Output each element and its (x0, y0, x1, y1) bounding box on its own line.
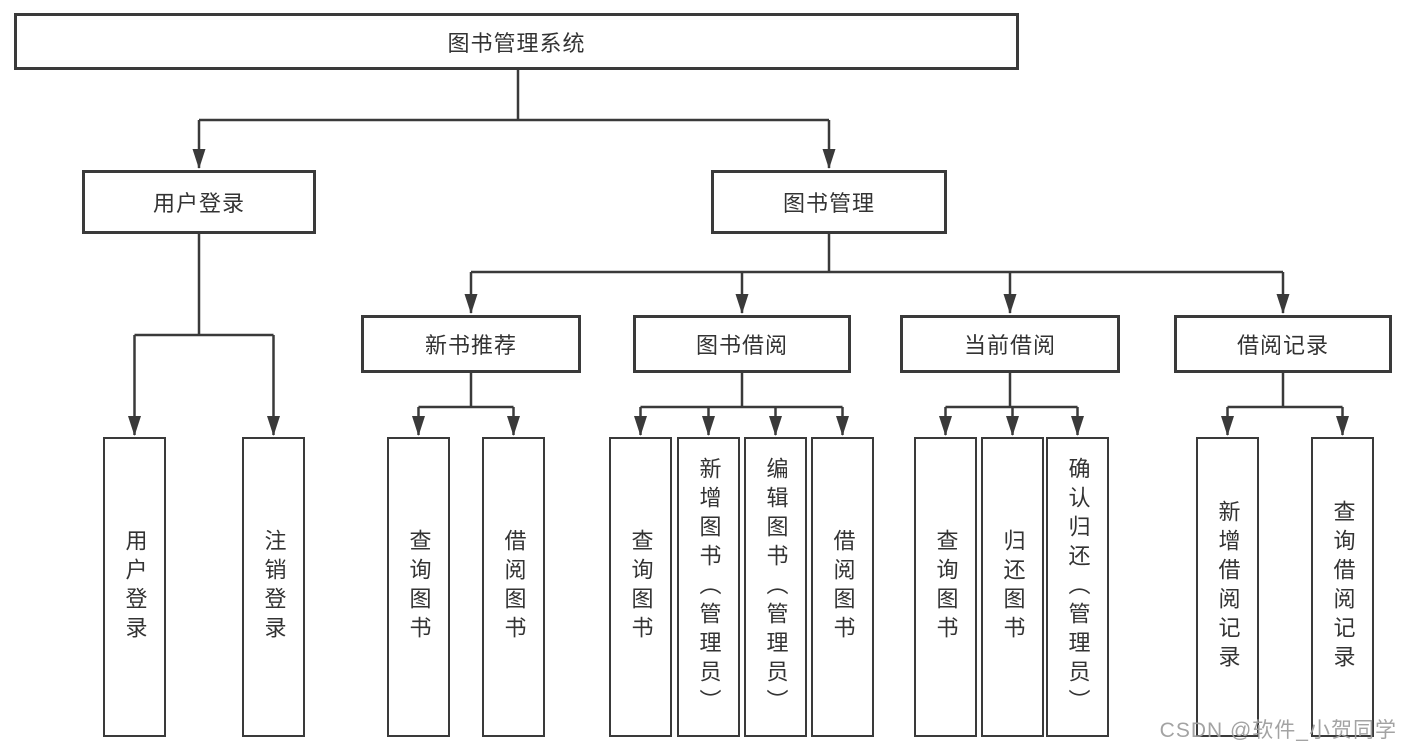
leaf-query-borrow-record: 查询借阅记录 (1311, 437, 1374, 737)
leaf-edit-book-admin: 编辑图书（管理员） (744, 437, 807, 737)
leaf-user-login: 用户登录 (103, 437, 166, 737)
leaf-query-books-recommend-label: 查询图书 (406, 529, 432, 645)
node-new-book-recommend-label: 新书推荐 (424, 333, 517, 358)
leaf-add-borrow-record-label: 新增借阅记录 (1215, 500, 1241, 674)
leaf-return-book: 归还图书 (981, 437, 1044, 737)
csdn-watermark: CSDN @软件_小贺同学 (1159, 719, 1397, 742)
leaf-user-login-label: 用户登录 (122, 529, 148, 645)
leaf-edit-book-admin-label: 编辑图书（管理员） (763, 456, 789, 718)
connector-group (128, 70, 1349, 436)
leaf-confirm-return-admin: 确认归还（管理员） (1046, 437, 1109, 737)
node-user-login: 用户登录 (82, 170, 316, 234)
leaf-query-borrow-record-label: 查询借阅记录 (1330, 500, 1356, 674)
node-book-management-label: 图书管理 (782, 191, 875, 216)
leaf-query-books-borrow: 查询图书 (609, 437, 672, 737)
node-book-borrow-label: 图书借阅 (695, 333, 788, 358)
leaf-query-books-current: 查询图书 (914, 437, 977, 737)
leaf-borrow-books-borrow-label: 借阅图书 (830, 529, 856, 645)
leaf-add-book-admin-label: 新增图书（管理员） (696, 456, 722, 718)
leaf-borrow-books-recommend: 借阅图书 (482, 437, 545, 737)
leaf-borrow-books-borrow: 借阅图书 (811, 437, 874, 737)
node-book-borrow: 图书借阅 (633, 315, 851, 373)
node-root: 图书管理系统 (14, 13, 1019, 70)
node-new-book-recommend: 新书推荐 (361, 315, 581, 373)
leaf-query-books-current-label: 查询图书 (933, 529, 959, 645)
leaf-logout: 注销登录 (242, 437, 305, 737)
leaf-return-book-label: 归还图书 (1000, 529, 1026, 645)
leaf-query-books-recommend: 查询图书 (387, 437, 450, 737)
node-current-borrow: 当前借阅 (900, 315, 1120, 373)
node-borrow-records: 借阅记录 (1174, 315, 1392, 373)
node-borrow-records-label: 借阅记录 (1236, 333, 1329, 358)
leaf-logout-label: 注销登录 (261, 529, 287, 645)
leaf-add-book-admin: 新增图书（管理员） (677, 437, 740, 737)
leaf-query-books-borrow-label: 查询图书 (628, 529, 654, 645)
node-book-management: 图书管理 (711, 170, 947, 234)
node-current-borrow-label: 当前借阅 (963, 333, 1056, 358)
leaf-borrow-books-recommend-label: 借阅图书 (501, 529, 527, 645)
leaf-confirm-return-admin-label: 确认归还（管理员） (1065, 456, 1091, 718)
node-user-login-label: 用户登录 (152, 191, 245, 216)
node-root-label: 图书管理系统 (447, 30, 586, 56)
leaf-add-borrow-record: 新增借阅记录 (1196, 437, 1259, 737)
